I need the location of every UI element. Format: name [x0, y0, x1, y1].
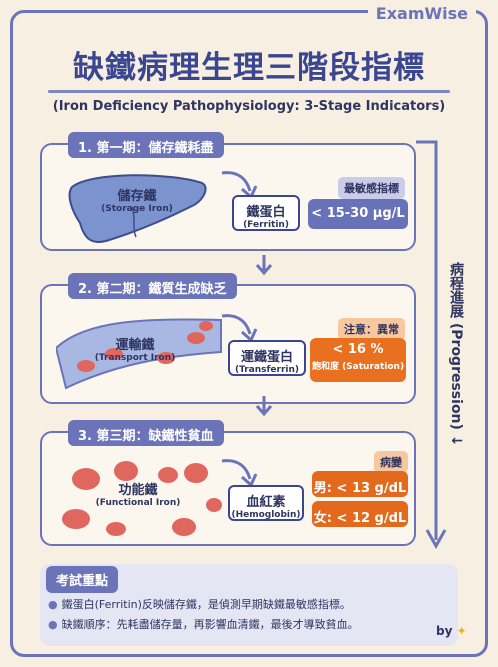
stage-3-tag: 病變: [374, 451, 408, 473]
note-item: ●鐵蛋白(Ferritin)反映儲存鐵，是偵測早期缺鐵最敏感指標。: [48, 596, 351, 612]
transferrin-value-sub: 飽和度 (Saturation): [311, 362, 405, 372]
hemoglobin-male-value: 男: < 13 g/dL: [312, 471, 408, 497]
note-text: 鐵蛋白(Ferritin)反映儲存鐵，是偵測早期缺鐵最敏感指標。: [61, 598, 351, 611]
blood-vessel-icon: [56, 318, 222, 390]
liver-icon: [68, 174, 207, 243]
red-blood-cells-icon: [62, 461, 222, 536]
bullet-icon: ●: [48, 598, 58, 611]
ferritin-value: < 15-30 μg/L: [308, 199, 408, 229]
stage-2-arrow-icon: [221, 314, 258, 343]
transport-iron-label: 運輸鐵 (Transport Iron): [94, 338, 176, 363]
stage-3-panel: 3. 第三期：缺鐵性貧血 功能鐵 (Functional Iron) 血紅素 (…: [40, 420, 416, 546]
stage-2-panel: 2. 第二期：鐵質生成缺乏 運輸鐵 (Transport Iron) 運鐵蛋白 …: [40, 273, 416, 404]
hemoglobin-female-value: 女: < 12 g/dL: [312, 501, 408, 527]
progression-label: 病程進展 (Progression) ↓: [446, 262, 466, 447]
stage-1-panel: 1. 第一期：儲存鐵耗盡 儲存鐵 (Storage Iron) 鐵蛋白 (Fer…: [40, 132, 416, 251]
arrow-down-2-icon: [255, 396, 273, 417]
signature: by ✦: [436, 624, 467, 638]
stage-3-header: 3. 第三期：缺鐵性貧血: [68, 420, 224, 446]
page-frame: [10, 10, 488, 657]
title-underline: [48, 90, 450, 93]
hemoglobin-box: 血紅素 (Hemoglobin): [228, 485, 304, 521]
exam-notes-panel: 考試重點 ●鐵蛋白(Ferritin)反映儲存鐵，是偵測早期缺鐵最敏感指標。 ●…: [40, 564, 458, 646]
arrow-down-1-icon: [255, 255, 273, 276]
page-subtitle: (Iron Deficiency Pathophysiology: 3-Stag…: [52, 99, 446, 114]
ferritin-box: 鐵蛋白 (Ferritin): [232, 195, 300, 231]
stage-1-tag: 最敏感指標: [338, 177, 405, 199]
transferrin-value-main: < 16 %: [332, 342, 384, 357]
stage-2-tag: 注意：異常: [338, 318, 405, 340]
signature-text: by: [436, 624, 453, 638]
exam-notes-title: 考試重點: [46, 566, 119, 593]
note-text: 缺鐵順序：先耗盡儲存量，再影響血清鐵，最後才導致貧血。: [61, 618, 359, 631]
transferrin-value: < 16 % 飽和度 (Saturation): [310, 338, 406, 382]
signature-star-icon: ✦: [456, 624, 467, 638]
bullet-icon: ●: [48, 618, 58, 631]
stage-3-arrow-icon: [221, 459, 258, 488]
transferrin-box: 運鐵蛋白 (Transferrin): [228, 340, 306, 376]
stage-2-header: 2. 第二期：鐵質生成缺乏: [68, 273, 237, 299]
stage-1-header: 1. 第一期：儲存鐵耗盡: [68, 132, 224, 158]
progression-arrow-icon: [416, 140, 447, 550]
note-item: ●缺鐵順序：先耗盡儲存量，再影響血清鐵，最後才導致貧血。: [48, 616, 359, 632]
functional-iron-label: 功能鐵 (Functional Iron): [95, 483, 181, 508]
page-title: 缺鐵病理生理三階段指標: [73, 50, 425, 86]
brand-logo: ExamWise: [367, 4, 476, 23]
storage-iron-label: 儲存鐵 (Storage Iron): [101, 189, 173, 214]
